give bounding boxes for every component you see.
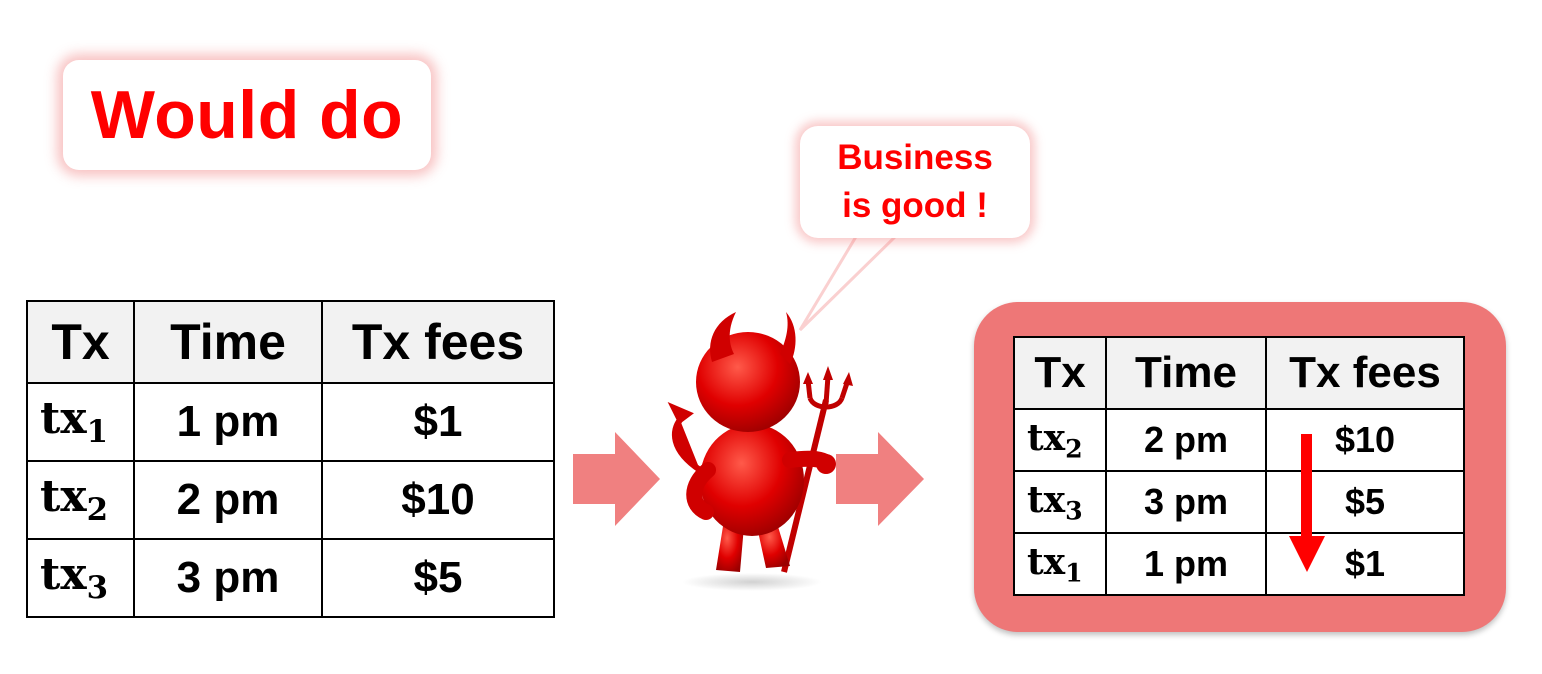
tx-subscript: 3 <box>86 570 108 607</box>
header-tx: Tx <box>1013 336 1107 410</box>
speech-bubble: Business is good ! <box>800 126 1030 238</box>
title-text: Would do <box>90 77 404 153</box>
time-cell: 3 pm <box>1105 470 1267 534</box>
tx-label: tx <box>40 393 87 445</box>
tx-label: tx <box>40 549 87 601</box>
table-row: tx1 1 pm $1 <box>26 382 555 462</box>
tx-subscript: 2 <box>86 492 108 529</box>
devil-with-pitchfork-icon <box>667 312 853 591</box>
tx-cell: tx1 <box>26 382 135 462</box>
table-row: tx2 2 pm $10 <box>26 460 555 540</box>
table-header-row: Tx Time Tx fees <box>26 300 555 384</box>
fee-cell: $10 <box>1265 408 1465 472</box>
time-cell: 1 pm <box>133 382 323 462</box>
tx-subscript: 2 <box>1065 433 1083 464</box>
tx-cell: tx1 <box>1013 532 1107 596</box>
speech-line-1: Business <box>837 138 993 177</box>
right-arrow-icon <box>573 432 660 526</box>
table-row: tx3 3 pm $5 <box>1013 470 1465 534</box>
tx-cell: tx3 <box>1013 470 1107 534</box>
speech-bubble-text: Business is good ! <box>815 134 1015 230</box>
header-time: Time <box>133 300 323 384</box>
fee-sorted-table: Tx Time Tx fees tx2 2 pm $10 tx3 3 pm $5… <box>1013 336 1465 596</box>
time-cell: 3 pm <box>133 538 323 618</box>
header-tx-fees: Tx fees <box>321 300 555 384</box>
speech-line-2: is good ! <box>842 186 988 225</box>
tx-cell: tx2 <box>1013 408 1107 472</box>
tx-label: tx <box>1027 478 1066 521</box>
table-header-row: Tx Time Tx fees <box>1013 336 1465 410</box>
tx-label: tx <box>1027 540 1066 583</box>
table-row: tx3 3 pm $5 <box>26 538 555 618</box>
tx-subscript: 3 <box>1065 495 1083 526</box>
table-row: tx2 2 pm $10 <box>1013 408 1465 472</box>
header-tx: Tx <box>26 300 135 384</box>
tx-subscript: 1 <box>1065 557 1083 588</box>
header-time: Time <box>1105 336 1267 410</box>
right-arrow-icon <box>836 432 924 526</box>
fee-cell: $5 <box>321 538 555 618</box>
speech-bubble-tail <box>798 228 904 332</box>
time-cell: 1 pm <box>1105 532 1267 596</box>
title-box: Would do <box>63 60 431 170</box>
table-row: tx1 1 pm $1 <box>1013 532 1465 596</box>
tx-subscript: 1 <box>86 414 108 451</box>
tx-cell: tx2 <box>26 460 135 540</box>
fee-cell: $5 <box>1265 470 1465 534</box>
time-cell: 2 pm <box>1105 408 1267 472</box>
tx-label: tx <box>1027 416 1066 459</box>
tx-label: tx <box>40 471 87 523</box>
original-order-table: Tx Time Tx fees tx1 1 pm $1 tx2 2 pm $10… <box>26 300 555 618</box>
tx-cell: tx3 <box>26 538 135 618</box>
fee-cell: $1 <box>1265 532 1465 596</box>
fee-cell: $10 <box>321 460 555 540</box>
header-tx-fees: Tx fees <box>1265 336 1465 410</box>
fee-cell: $1 <box>321 382 555 462</box>
time-cell: 2 pm <box>133 460 323 540</box>
